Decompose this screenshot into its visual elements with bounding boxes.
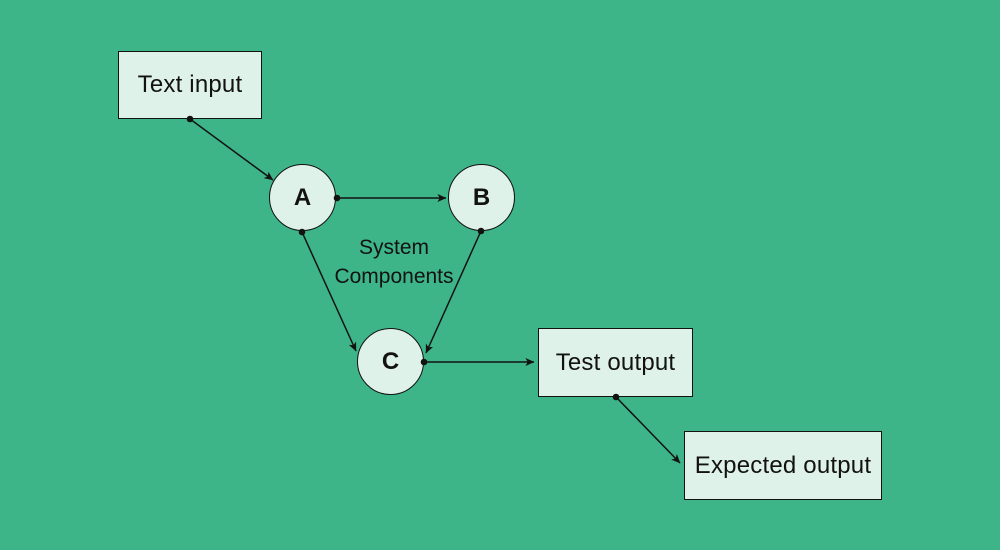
edge-text_input-to-a	[189, 118, 274, 181]
node-expected-output[interactable]: Expected output	[684, 431, 882, 500]
system-components-line2: Components	[334, 265, 454, 288]
node-c[interactable]: C	[357, 328, 424, 395]
system-components-line1: System	[358, 236, 429, 259]
node-b-label: B	[472, 183, 491, 211]
node-a-label: A	[293, 183, 312, 211]
node-b[interactable]: B	[448, 164, 515, 231]
node-c-label: C	[381, 347, 400, 375]
system-components-label: System Components	[312, 233, 476, 291]
node-text-input-label: Text input	[137, 71, 243, 98]
node-text-input[interactable]: Text input	[118, 51, 262, 119]
node-test-output-label: Test output	[555, 348, 676, 376]
node-expected-output-label: Expected output	[694, 451, 872, 479]
node-a[interactable]: A	[269, 164, 336, 231]
node-test-output[interactable]: Test output	[538, 328, 693, 397]
edge-test_output-to-expected_output	[615, 396, 681, 464]
